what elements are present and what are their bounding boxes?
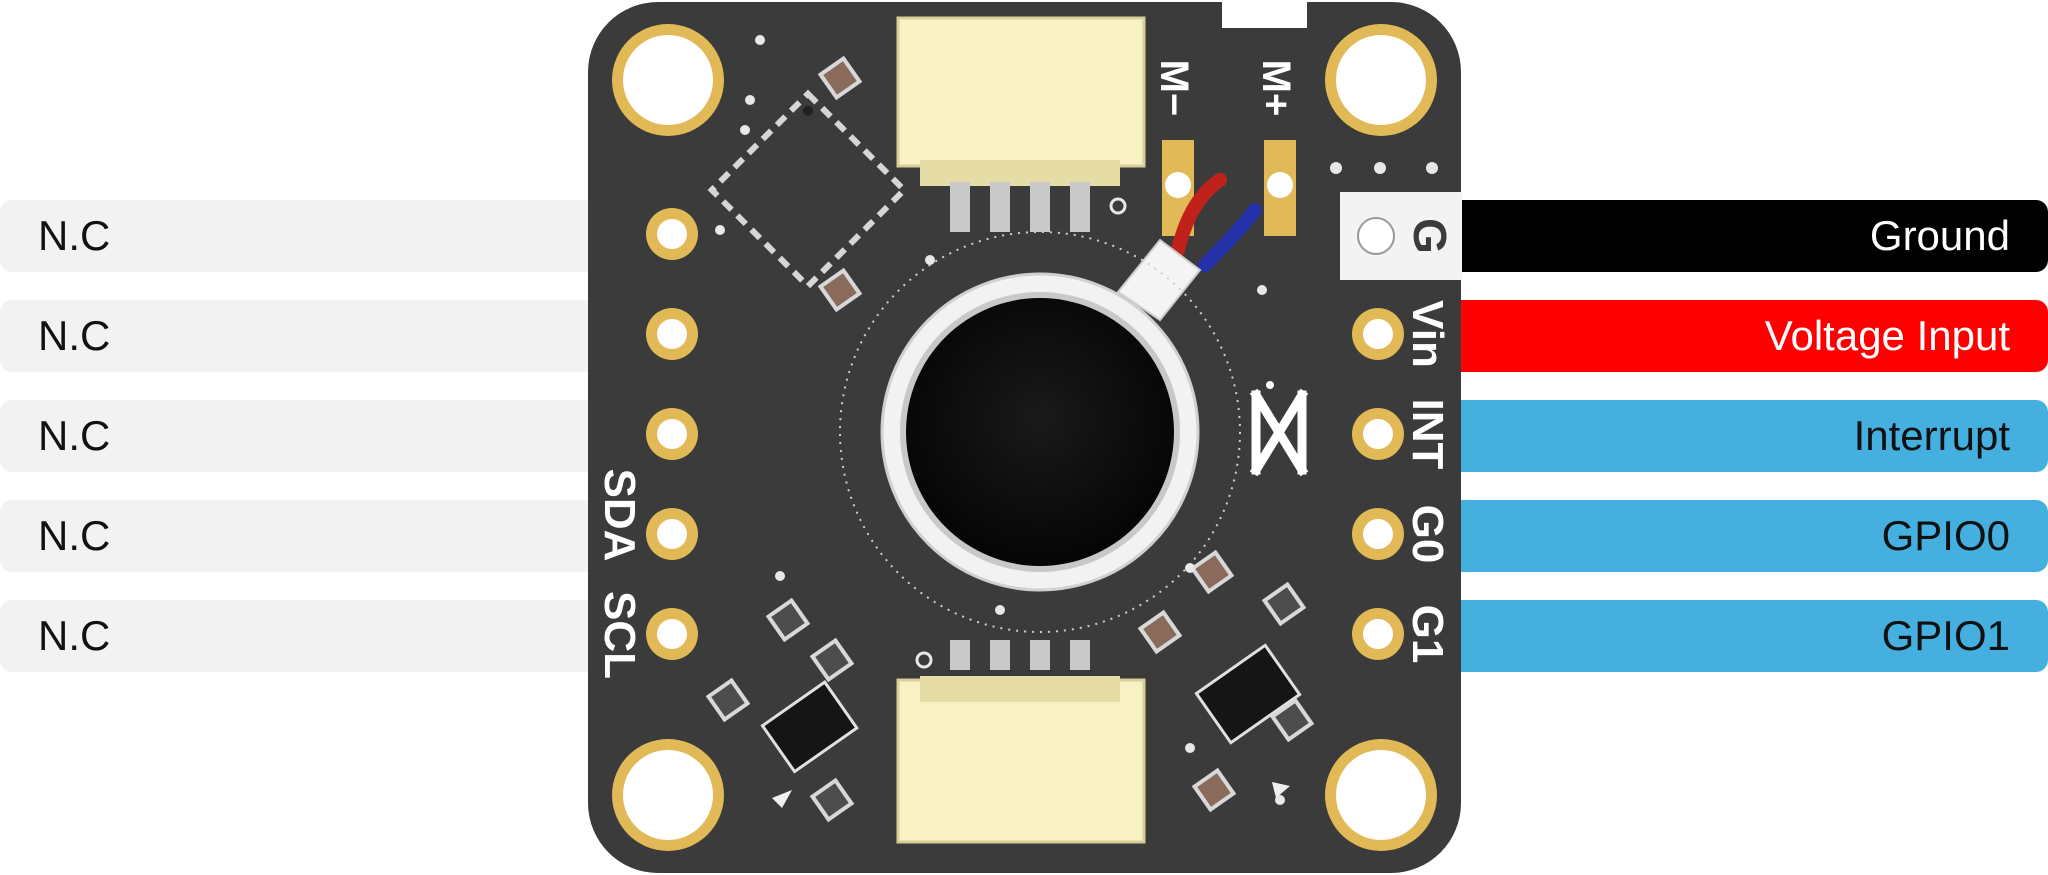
pin-label-text: N.C bbox=[38, 412, 111, 459]
interrupt-label: Interrupt bbox=[1458, 400, 2048, 472]
gpio1-label: GPIO1 bbox=[1458, 600, 2048, 672]
ground-label: Ground bbox=[1458, 200, 2048, 272]
pin-label-text: Ground bbox=[1869, 212, 2010, 259]
left-pin-pads bbox=[646, 208, 698, 660]
smd-components bbox=[705, 55, 1315, 823]
left-pin-label: N.C bbox=[0, 300, 600, 372]
mounting-hole bbox=[1325, 739, 1437, 851]
sda-label: SDA bbox=[595, 469, 644, 562]
top-connector bbox=[888, 14, 1154, 232]
pin-label-text: GPIO1 bbox=[1881, 612, 2010, 659]
left-pin-label: N.C bbox=[0, 200, 600, 272]
voltage-input-label: Voltage Input bbox=[1458, 300, 2048, 372]
dotted-ring bbox=[839, 231, 1241, 633]
pin-label-text: N.C bbox=[38, 312, 111, 359]
gpio0-label: GPIO0 bbox=[1458, 500, 2048, 572]
bottom-connector bbox=[888, 640, 1154, 845]
m-minus-label: M− bbox=[1152, 60, 1196, 117]
mounting-hole bbox=[612, 739, 724, 851]
pin-label-text: N.C bbox=[38, 512, 111, 559]
pin-label-text: Voltage Input bbox=[1764, 312, 2010, 359]
right-pin-pads bbox=[1340, 192, 1462, 660]
left-pin-label: N.C bbox=[0, 400, 600, 472]
pin-label-text: GPIO0 bbox=[1881, 512, 2010, 559]
mounting-hole bbox=[1325, 24, 1437, 136]
g1-label: G1 bbox=[1403, 605, 1452, 664]
silkscreen-labels: M− M+ G Vin INT G0 G1 SDA SCL bbox=[595, 60, 1456, 679]
board-notch bbox=[1222, 0, 1307, 28]
transistor-right bbox=[1194, 643, 1302, 745]
arrow-marker bbox=[772, 790, 792, 808]
int-label: INT bbox=[1403, 399, 1452, 470]
sensor-ic-outline bbox=[707, 89, 909, 291]
pin-label-text: N.C bbox=[38, 612, 111, 659]
left-pin-label: N.C bbox=[0, 600, 600, 672]
pin-label-text: N.C bbox=[38, 212, 111, 259]
g-label: G bbox=[1404, 218, 1456, 254]
m-plus-label: M+ bbox=[1254, 60, 1298, 117]
logo-mark bbox=[1249, 381, 1309, 477]
vibration-motor bbox=[880, 272, 1200, 592]
motor-pads bbox=[1162, 140, 1296, 236]
mounting-hole bbox=[612, 24, 724, 136]
blue-wire bbox=[1198, 203, 1262, 272]
vin-label: Vin bbox=[1403, 300, 1452, 368]
g0-label: G0 bbox=[1403, 505, 1452, 564]
vias bbox=[715, 35, 1438, 805]
wire-sleeve bbox=[1116, 238, 1202, 322]
left-pin-label: N.C bbox=[0, 500, 600, 572]
pin-label-text: Interrupt bbox=[1853, 412, 2010, 459]
red-wire bbox=[1171, 173, 1227, 257]
arrow-marker bbox=[1272, 782, 1290, 798]
scl-label: SCL bbox=[595, 591, 644, 679]
transistor-left bbox=[760, 680, 859, 774]
